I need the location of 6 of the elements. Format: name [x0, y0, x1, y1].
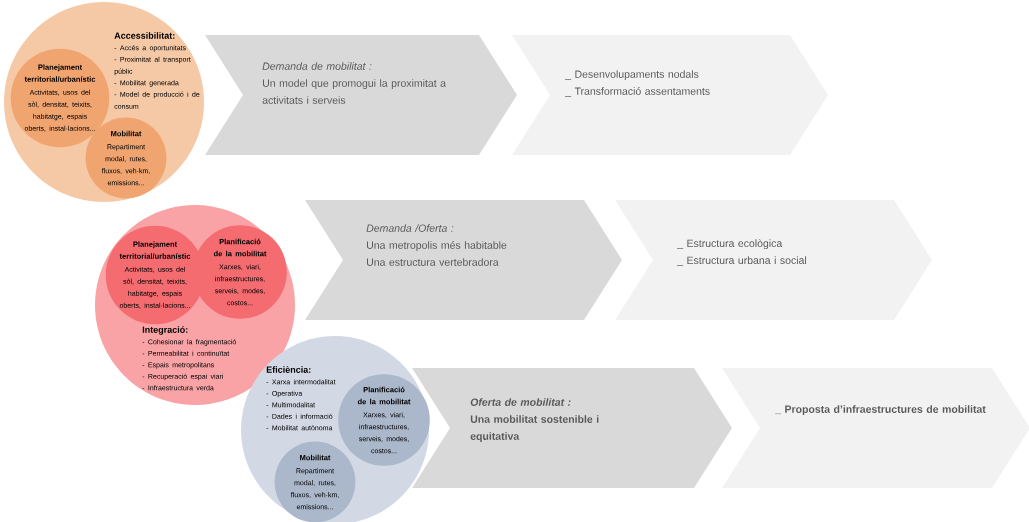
- chevron-box: _ Proposta d’infraestructures de mobilitat: [722, 368, 1029, 488]
- chevron-box: _ Desenvolupaments nodals _ Transformació assentaments: [512, 35, 828, 155]
- chevron-box: Oferta de mobilitat : Una mobilitat sostenible i equitativa: [412, 368, 732, 488]
- chevron-box: _ Estructura ecològica _ Estructura urbana i social: [615, 200, 932, 320]
- chevron-box: Demanda de mobilitat : Un model que promogui la proximitat a activitats i serveis: [205, 35, 517, 155]
- chevron-box: Demanda /Oferta : Una metropolis més habitable Una estructura vertebradora: [305, 200, 622, 320]
